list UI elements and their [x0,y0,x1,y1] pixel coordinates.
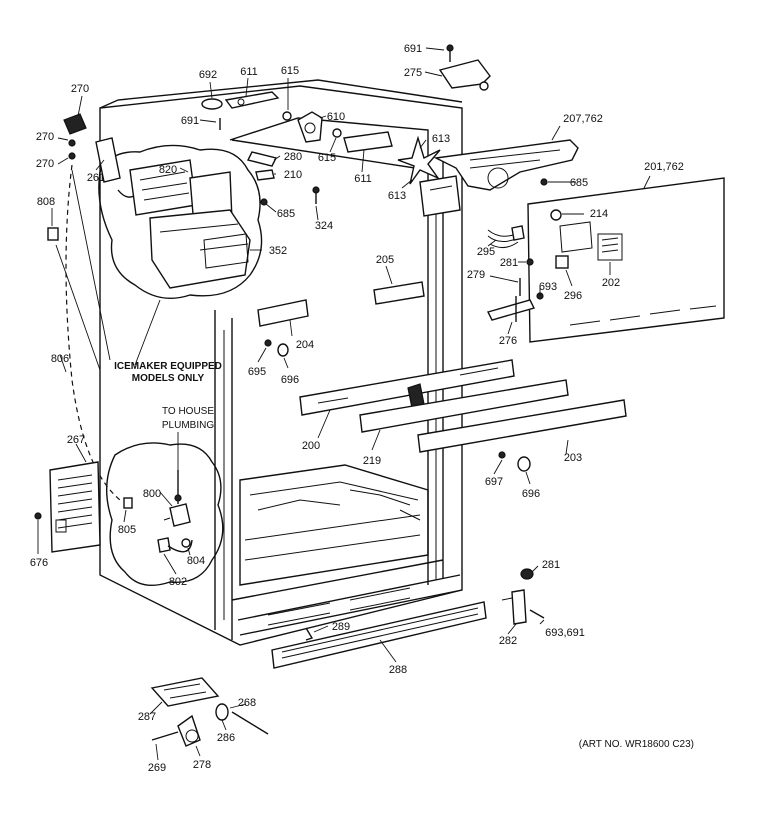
part-label-685: 685 [570,177,588,189]
water-line-fittings [47,113,161,501]
part-label-267: 267 [67,434,85,446]
part-label-281: 281 [542,559,560,571]
part-label-280: 280 [284,151,302,163]
annotations: ICEMAKER EQUIPPED MODELS ONLY TO HOUSE P… [114,361,694,750]
control-housing [419,44,725,343]
part-label-802: 802 [169,576,187,588]
part-label-282: 282 [499,635,517,647]
part-label-805: 805 [118,524,136,536]
part-label-615: 615 [318,152,336,164]
part-label-295: 295 [477,246,495,258]
part-label-800: 800 [143,488,161,500]
part-label-270: 270 [36,158,54,170]
part-label-296: 296 [564,290,582,302]
part-label-214: 214 [590,208,608,220]
part-label-278: 278 [193,759,211,771]
part-label-692: 692 [199,69,217,81]
part-label-275: 275 [404,67,422,79]
part-label-279: 279 [467,269,485,281]
part-label-261: 261 [87,172,105,184]
shelf-supports [257,281,627,472]
part-label-281: 281 [500,257,518,269]
toe-grille-hinge [150,568,545,747]
part-label-676: 676 [30,557,48,569]
plumbing-assembly [105,442,224,586]
icemaker-note-line1: ICEMAKER EQUIPPED [114,361,222,372]
part-label-696: 696 [522,488,540,500]
part-label-210: 210 [284,169,302,181]
part-label-270: 270 [36,131,54,143]
plumbing-note-line1: TO HOUSE [162,406,214,417]
part-label-693: 693 [539,281,557,293]
part-label-691: 691 [181,115,199,127]
part-label-615: 615 [281,65,299,77]
part-number-labels: 691 275 692 611 615 270 270 270 691 610 … [30,43,684,774]
icemaker-assembly [95,137,263,299]
art-number: (ART NO. WR18600 C23) [579,739,694,750]
part-label-352: 352 [269,245,287,257]
part-label-205: 205 [376,254,394,266]
part-label-201-762: 201,762 [644,161,684,173]
part-label-806: 806 [51,353,69,365]
part-label-613: 613 [388,190,406,202]
part-label-288: 288 [389,664,407,676]
part-label-610: 610 [327,111,345,123]
part-label-697: 697 [485,476,503,488]
part-label-808: 808 [37,196,55,208]
part-label-270: 270 [71,83,89,95]
part-label-696: 696 [281,374,299,386]
part-label-695: 695 [248,366,266,378]
part-label-289: 289 [332,621,350,633]
part-label-691: 691 [404,43,422,55]
part-label-804: 804 [187,555,205,567]
part-label-287: 287 [138,711,156,723]
part-label-200: 200 [302,440,320,452]
part-label-693-691: 693,691 [545,627,585,639]
part-label-207-762: 207,762 [563,113,603,125]
freezer-components [201,91,441,206]
part-label-204: 204 [296,339,314,351]
part-label-685: 685 [277,208,295,220]
part-label-611: 611 [240,66,258,78]
part-label-269: 269 [148,762,166,774]
part-label-611: 611 [354,173,372,185]
part-label-286: 286 [217,732,235,744]
part-label-268: 268 [238,697,256,709]
part-label-820: 820 [159,164,177,176]
plumbing-note-line2: PLUMBING [162,420,214,431]
part-label-324: 324 [315,220,333,232]
part-label-203: 203 [564,452,582,464]
part-label-219: 219 [363,455,381,467]
part-label-202: 202 [602,277,620,289]
rear-access-cover [34,461,101,553]
part-label-276: 276 [499,335,517,347]
part-label-613: 613 [432,133,450,145]
leader-lines [37,47,651,761]
icemaker-note-line2: MODELS ONLY [132,373,205,384]
